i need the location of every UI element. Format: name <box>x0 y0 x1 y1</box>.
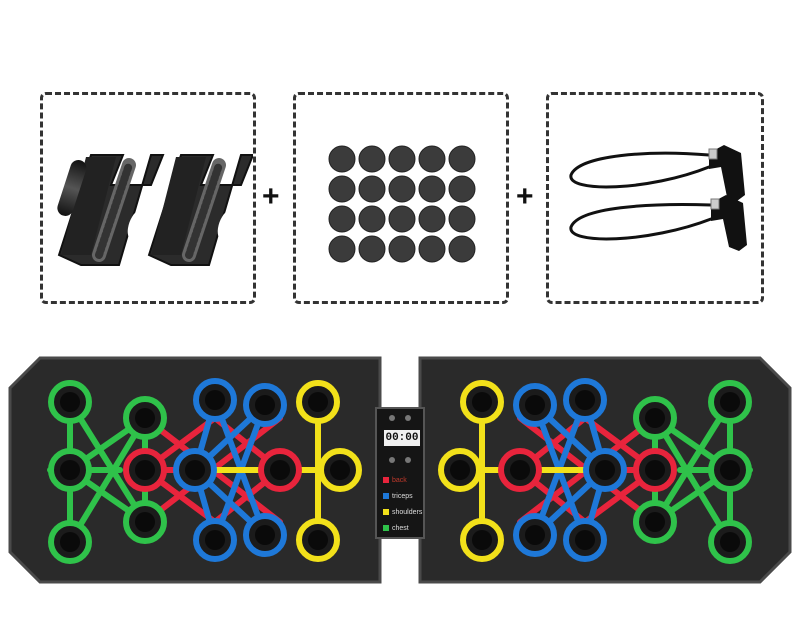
handle-slot[interactable] <box>193 518 237 562</box>
legend-label: chest <box>392 524 409 532</box>
handle-slot[interactable] <box>296 518 340 562</box>
adhesive-pads-image <box>324 145 482 265</box>
handle-slot[interactable] <box>258 448 302 492</box>
board-guide-line <box>67 399 148 525</box>
legend-label: shoulders <box>392 508 423 516</box>
timer-button[interactable] <box>405 415 411 421</box>
handles-box <box>40 92 256 304</box>
adhesive-pad <box>358 175 386 203</box>
legend-swatch <box>383 493 389 499</box>
handle-slot[interactable] <box>708 448 752 492</box>
legend-item: shoulders <box>383 504 428 520</box>
handle-slot[interactable] <box>173 448 217 492</box>
handle-slot[interactable] <box>633 448 677 492</box>
handle-slot[interactable] <box>513 383 557 427</box>
adhesive-pad <box>328 175 356 203</box>
timer-button[interactable] <box>405 457 411 463</box>
muscle-legend: back triceps shoulders chest <box>383 472 428 536</box>
legend-swatch <box>383 509 389 515</box>
timer-display: 00:00 <box>384 430 420 446</box>
adhesive-pad <box>358 145 386 173</box>
adhesive-pad <box>328 145 356 173</box>
adhesive-pad <box>388 205 416 233</box>
resistance-bands-image <box>569 145 747 251</box>
handle-slot[interactable] <box>563 518 607 562</box>
adhesive-pad <box>418 235 446 263</box>
handle-slot[interactable] <box>123 448 167 492</box>
timer-button[interactable] <box>389 457 395 463</box>
push-up-handles-image <box>57 154 253 266</box>
handle-slot[interactable] <box>48 380 92 424</box>
handle-slot[interactable] <box>498 448 542 492</box>
plus-sign-2: + <box>516 180 534 213</box>
adhesive-pad <box>448 145 476 173</box>
adhesive-pad <box>448 235 476 263</box>
handle-slot[interactable] <box>296 380 340 424</box>
legend-item: back <box>383 472 428 488</box>
handle-slot[interactable] <box>708 380 752 424</box>
adhesive-pad <box>448 175 476 203</box>
adhesive-pad <box>388 145 416 173</box>
handle-slot[interactable] <box>633 500 677 544</box>
adhesive-pad <box>418 205 446 233</box>
legend-label: triceps <box>392 492 413 500</box>
handle-slot[interactable] <box>513 513 557 557</box>
board-guide-line <box>652 399 733 525</box>
adhesive-pad <box>388 235 416 263</box>
board-guide-line <box>652 415 733 545</box>
plus-sign-1: + <box>262 180 280 213</box>
adhesive-pad <box>418 175 446 203</box>
handle-slot[interactable] <box>243 513 287 557</box>
handle-slot[interactable] <box>563 378 607 422</box>
handle-slot[interactable] <box>583 448 627 492</box>
push-up-board <box>8 356 792 584</box>
handle-slot[interactable] <box>708 520 752 564</box>
legend-swatch <box>383 477 389 483</box>
handle-slot[interactable] <box>193 378 237 422</box>
handle-slot[interactable] <box>438 448 482 492</box>
legend-item: chest <box>383 520 428 536</box>
handle-slot[interactable] <box>123 500 167 544</box>
adhesive-pad <box>328 235 356 263</box>
board-guide-line <box>67 415 148 545</box>
adhesive-pad <box>358 235 386 263</box>
legend-swatch <box>383 525 389 531</box>
legend-label: back <box>392 476 407 484</box>
adhesive-pad <box>448 205 476 233</box>
pads-box <box>293 92 509 304</box>
handle-slot[interactable] <box>460 380 504 424</box>
handle-slot[interactable] <box>633 396 677 440</box>
legend-item: triceps <box>383 488 428 504</box>
timer-button[interactable] <box>389 415 395 421</box>
bands-box <box>546 92 764 304</box>
handle-slot[interactable] <box>243 383 287 427</box>
adhesive-pad <box>418 145 446 173</box>
handle-slot[interactable] <box>48 448 92 492</box>
adhesive-pad <box>358 205 386 233</box>
handle-slot[interactable] <box>460 518 504 562</box>
handle-slot[interactable] <box>123 396 167 440</box>
handle-slot[interactable] <box>318 448 362 492</box>
adhesive-pad <box>328 205 356 233</box>
handle-slot[interactable] <box>48 520 92 564</box>
adhesive-pad <box>388 175 416 203</box>
